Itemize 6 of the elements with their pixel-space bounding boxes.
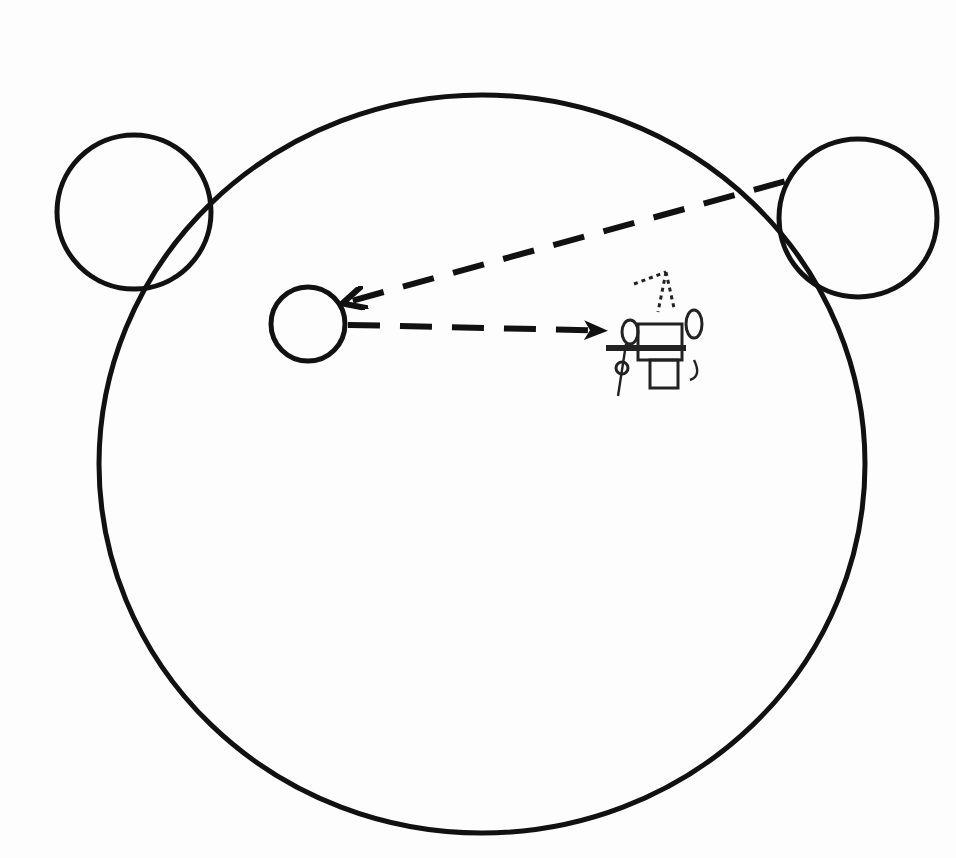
dashed-arrow	[347, 320, 608, 341]
circle-outline	[54, 132, 214, 292]
circle-outline	[96, 92, 868, 836]
dashed-arrow	[339, 178, 786, 312]
circle-outline	[776, 136, 940, 300]
circle-outline	[268, 284, 348, 364]
